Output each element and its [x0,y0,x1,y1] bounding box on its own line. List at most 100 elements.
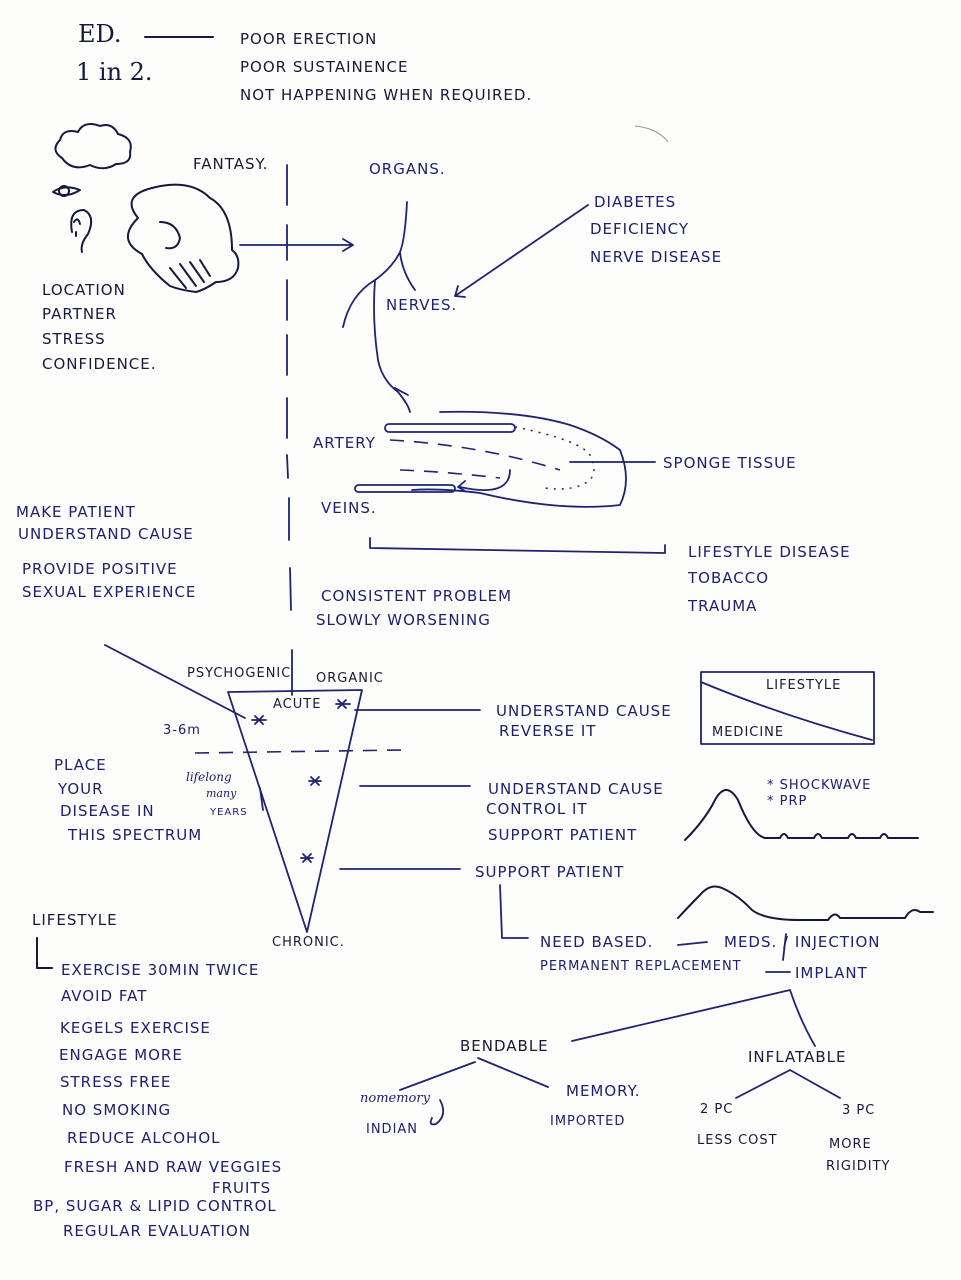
vascular-cause: LIFESTYLE DISEASE [688,543,851,561]
management-line: SEXUAL EXPERIENCE [22,583,197,601]
ear-icon [70,209,93,253]
spectrum-instruction: YOUR [58,780,104,798]
three-piece-note: MORE [829,1137,872,1152]
organic-course-line: SLOWLY WORSENING [316,611,491,629]
therapy-item: * SHOCKWAVE [767,778,872,793]
ed-abbreviation: ED. [78,20,122,48]
pencil-mark [634,125,669,143]
bendable-branches [399,1057,549,1091]
definition-item: POOR ERECTION [240,30,378,48]
lifestyle-item: BP, SUGAR & LIPID CONTROL [33,1197,277,1215]
permanent-replacement-label: PERMANENT REPLACEMENT [540,959,742,974]
acute-plan-line: UNDERSTAND CAUSE [496,702,672,720]
psychogenic-label: PSYCHOGENIC [187,666,292,681]
lifestyle-bracket [36,937,53,969]
acute-duration: 3-6m [163,723,201,738]
management-pointer [104,644,246,719]
lifestyle-item: FRUITS [212,1179,272,1197]
lifelong-note: lifelong [186,770,232,784]
middle-plan-line: SUPPORT PATIENT [488,826,638,844]
lifelong-bracket [259,787,264,811]
spectrum-instruction: PLACE [54,756,107,774]
lifelong-note: many [206,787,237,800]
spectrum-instruction: THIS SPECTRUM [68,826,203,844]
therapy-item: * PRP [767,794,808,809]
indian-label: INDIAN [366,1122,419,1137]
acute-chronic-spectrum [194,689,403,933]
lifestyle-item: FRESH AND RAW VEGGIES [64,1158,283,1176]
fantasy-label: FANTASY. [193,155,269,173]
ed-prevalence: 1 in 2. [76,58,153,86]
bendable-label: BENDABLE [460,1037,549,1055]
need-based-label: NEED BASED. [540,933,654,951]
lifestyle-item: NO SMOKING [62,1101,172,1119]
lifestyle-item: STRESS FREE [60,1073,172,1091]
need-based-waveform [677,885,934,921]
nomemory-flourish [429,1099,445,1126]
lifestyle-item: REDUCE ALCOHOL [67,1129,221,1147]
arrow-to-organs [239,238,354,252]
nerve-cause: DIABETES [594,193,677,211]
inflatable-label: INFLATABLE [748,1048,847,1066]
artery-label: ARTERY [313,434,376,452]
lifestyle-heading: LIFESTYLE [32,911,118,929]
spectrum-instruction: DISEASE IN [60,802,155,820]
lifestyle-item: EXERCISE 30MIN TWICE [61,961,260,979]
lifestyle-item: ENGAGE MORE [59,1046,183,1064]
nerve-tree-drawing [342,201,416,413]
nerve-cause: NERVE DISEASE [590,248,723,266]
imported-label: IMPORTED [550,1114,626,1129]
organic-course-line: CONSISTENT PROBLEM [321,587,513,605]
nerves-label: NERVES. [386,296,458,314]
vascular-bracket [369,537,666,554]
definition-item: NOT HAPPENING WHEN REQUIRED. [240,86,533,104]
lifestyle-item: AVOID FAT [61,987,148,1005]
middle-plan-line: CONTROL IT [486,800,588,818]
psychogenic-factor: LOCATION [42,281,126,299]
lifestyle-item: KEGELS EXERCISE [60,1019,211,1037]
treatment-response-waveform [684,789,919,841]
star-acute [251,699,351,725]
three-piece-label: 3 PC [842,1103,876,1118]
need-based-dash [677,941,708,946]
lifestyle-medicine-box [700,671,875,745]
implant-label: IMPLANT [795,964,868,982]
organic-label: ORGANIC [316,671,384,686]
eye-icon [52,185,81,197]
definition-item: POOR SUSTAINENCE [240,58,409,76]
box-medicine-label: MEDICINE [712,725,785,740]
organs-label: ORGANS. [369,160,446,178]
vascular-cause: TOBACCO [688,569,770,587]
box-lifestyle-label: LIFESTYLE [766,678,842,693]
nerve-cause: DEFICIENCY [590,220,690,238]
nomemory-label: nomemory [360,1091,430,1106]
inflatable-branches [735,1069,841,1099]
acute-plan-line: REVERSE IT [499,722,597,740]
psychogenic-factor: STRESS [42,330,106,348]
need-based-options: MEDS. / INJECTION [724,933,881,951]
vascular-cause: TRAUMA [688,597,758,615]
support-bracket [499,884,529,939]
acute-label: ACUTE [273,697,322,712]
star-lower [300,853,314,863]
two-piece-label: 2 PC [700,1102,734,1117]
lifestyle-item: REGULAR EVALUATION [63,1222,251,1240]
veins-label: VEINS. [321,499,377,517]
penile-anatomy-drawing [354,410,656,508]
thought-cloud-icon [54,123,132,170]
chronic-label: CHRONIC. [272,935,345,950]
implant-branches [571,989,816,1047]
middle-plan-line: UNDERSTAND CAUSE [488,780,664,798]
psychogenic-factor: PARTNER [42,305,117,323]
lifelong-note: YEARS [210,807,248,818]
chronic-plan-line: SUPPORT PATIENT [475,863,625,881]
three-piece-note: RIGIDITY [826,1159,891,1174]
brain-icon [127,183,240,293]
management-line: UNDERSTAND CAUSE [18,525,194,543]
sponge-tissue-label: SPONGE TISSUE [663,454,797,472]
less-cost-label: LESS COST [697,1133,778,1148]
arrow-to-nerves [454,204,589,298]
management-line: PROVIDE POSITIVE [22,560,178,578]
